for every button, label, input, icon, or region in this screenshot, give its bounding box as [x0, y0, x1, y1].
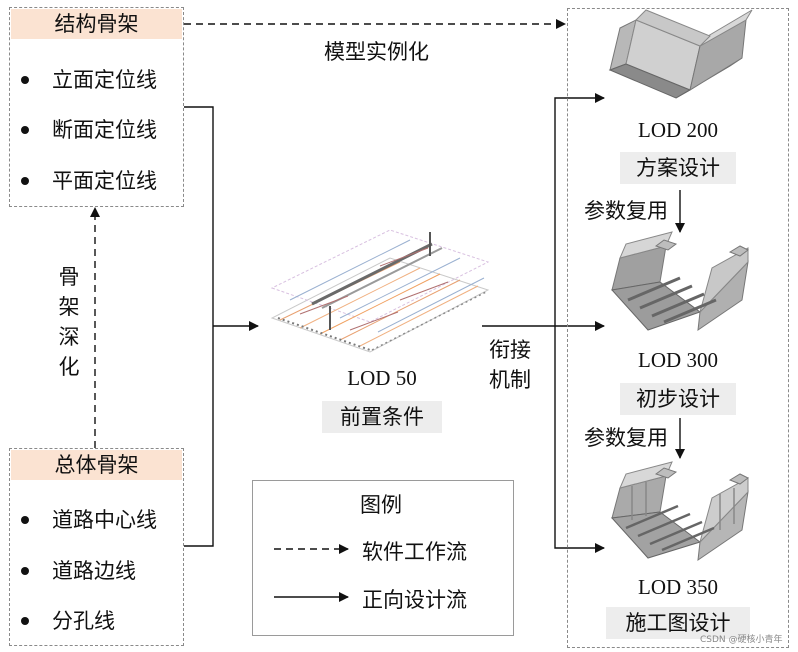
lod300-model-image — [611, 231, 749, 332]
connection-label-line2: 机制 — [489, 368, 531, 392]
model-instancing-label: 模型实例化 — [324, 40, 429, 64]
structure-skeleton-box — [9, 7, 184, 207]
lod-levels-box — [567, 8, 789, 648]
connection-label-line1: 衔接 — [489, 338, 531, 362]
structure-item-elevation: 立面定位线 — [52, 68, 157, 92]
branch-to-lod200 — [554, 93, 605, 326]
bullet-icon — [21, 126, 29, 134]
structure-skeleton-title: 结构骨架 — [11, 9, 182, 39]
lod50-wireframe-image — [270, 229, 490, 353]
structure-item-section: 断面定位线 — [52, 118, 157, 142]
overall-item-centerline: 道路中心线 — [52, 508, 157, 532]
lod200-tag: 方案设计 — [620, 152, 736, 184]
structure-bracket — [184, 106, 214, 326]
lod50-tag: 前置条件 — [322, 401, 442, 433]
lod50-label: LOD 50 — [347, 366, 417, 390]
reuse-label-1: 参数复用 — [584, 199, 668, 223]
overall-item-span-line: 分孔线 — [52, 609, 115, 633]
overall-bracket — [184, 326, 214, 547]
bullet-icon — [21, 177, 29, 185]
skeleton-refine-text: 骨架深化 — [58, 265, 80, 379]
lod350-tag: 施工图设计 — [606, 607, 750, 639]
bullet-icon — [21, 516, 29, 524]
lod200-label: LOD 200 — [638, 118, 718, 142]
lod300-tag: 初步设计 — [620, 383, 736, 415]
lod300-label: LOD 300 — [638, 348, 718, 372]
legend-dashed-label: 软件工作流 — [362, 540, 467, 564]
legend-box — [252, 480, 514, 636]
lod350-label: LOD 350 — [638, 575, 718, 599]
structure-item-plan: 平面定位线 — [52, 169, 157, 193]
overall-skeleton-title: 总体骨架 — [11, 450, 182, 480]
overall-item-edge: 道路边线 — [52, 559, 136, 583]
reuse-label-2: 参数复用 — [584, 426, 668, 450]
branch-to-lod350 — [554, 326, 605, 553]
bullet-icon — [21, 76, 29, 84]
bullet-icon — [21, 567, 29, 575]
lod200-model-image — [608, 9, 753, 99]
watermark: CSDN @硬核小青年 — [700, 635, 783, 645]
legend-title: 图例 — [360, 493, 402, 517]
overall-skeleton-box — [9, 448, 184, 646]
bullet-icon — [21, 617, 29, 625]
lod350-model-image — [610, 461, 749, 562]
legend-solid-label: 正向设计流 — [362, 588, 467, 612]
skeleton-refine-label: 骨架深化 — [56, 262, 82, 382]
